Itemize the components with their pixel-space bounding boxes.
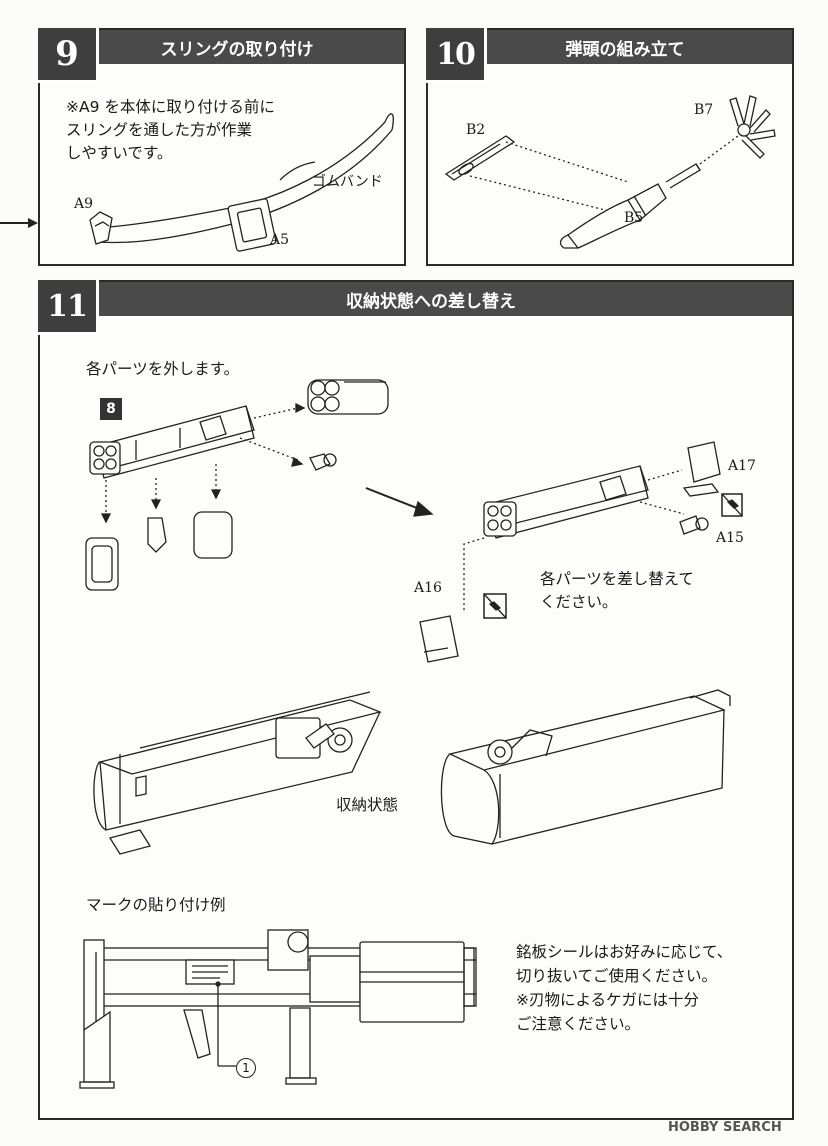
margin-arrow-icon bbox=[0, 218, 38, 228]
nameplate-note-line: 切り抜いてご使用ください。 bbox=[516, 967, 718, 985]
step-9-note-line: しやすいです。 bbox=[66, 144, 173, 162]
launcher-disassembly-illustration bbox=[79, 379, 743, 1089]
remove-parts-text: 各パーツを外します。 bbox=[86, 360, 240, 378]
label-b7: B7 bbox=[694, 102, 714, 118]
label-a15: A15 bbox=[716, 530, 744, 546]
step-11-header: 収納状態への差し替え bbox=[40, 282, 792, 316]
replace-parts-line: 各パーツを差し替えて bbox=[540, 570, 694, 588]
step-9-note: ※A9 を本体に取り付ける前に スリングを通した方が作業 しやすいです。 bbox=[66, 96, 275, 165]
warhead-illustration bbox=[444, 95, 776, 249]
callout-number: 1 bbox=[236, 1058, 256, 1078]
nameplate-note-line: 銘板シールはお好みに応じて、 bbox=[516, 943, 733, 961]
ref-step-badge: 8 bbox=[100, 398, 122, 420]
watermark: HOBBY SEARCH bbox=[668, 1120, 782, 1135]
sling-illustration bbox=[89, 113, 394, 252]
step-9-title: スリングの取り付け bbox=[160, 39, 314, 60]
label-a9: A9 bbox=[74, 196, 94, 212]
step-11-number: 11 bbox=[38, 280, 99, 335]
label-a5: A5 bbox=[270, 232, 290, 248]
step-9-panel: スリングの取り付け 9 ※A9 を本体に取り付ける前に スリングを通した方が作業… bbox=[38, 28, 406, 266]
nameplate-note-line: ※刃物によるケガには十分 bbox=[516, 991, 700, 1009]
replace-parts-line: ください。 bbox=[540, 593, 618, 611]
step-10-title: 弾頭の組み立て bbox=[565, 39, 685, 60]
label-rubber-band: ゴムバンド bbox=[312, 174, 383, 190]
nameplate-note-line: ご注意ください。 bbox=[516, 1015, 641, 1033]
label-a17: A17 bbox=[728, 458, 756, 474]
step-9-number: 9 bbox=[38, 28, 99, 83]
step-11-title: 収納状態への差し替え bbox=[346, 291, 516, 312]
step-9-note-line: ※A9 を本体に取り付ける前に bbox=[66, 98, 275, 116]
label-a16: A16 bbox=[414, 580, 442, 596]
watermark-text: HOBBY SEARCH bbox=[668, 1120, 782, 1135]
label-b2: B2 bbox=[466, 122, 486, 138]
stored-state-label: 収納状態 bbox=[336, 796, 399, 814]
step-11-panel: 収納状態への差し替え 11 各パーツを外します。 8 bbox=[38, 280, 794, 1120]
step-10-header: 弾頭の組み立て bbox=[428, 30, 792, 64]
replace-parts-note: 各パーツを差し替えて ください。 bbox=[540, 568, 694, 614]
decal-example-title: マークの貼り付け例 bbox=[86, 896, 226, 914]
step-9-header: スリングの取り付け bbox=[40, 30, 404, 64]
label-b5: B5 bbox=[624, 210, 644, 226]
step-10-number: 10 bbox=[426, 28, 487, 83]
nameplate-note: 銘板シールはお好みに応じて、 切り抜いてご使用ください。 ※刃物によるケガには十… bbox=[516, 940, 732, 1036]
step-10-panel: 弾頭の組み立て 10 B2 B7 B5 bbox=[426, 28, 794, 266]
step-9-note-line: スリングを通した方が作業 bbox=[66, 121, 253, 139]
